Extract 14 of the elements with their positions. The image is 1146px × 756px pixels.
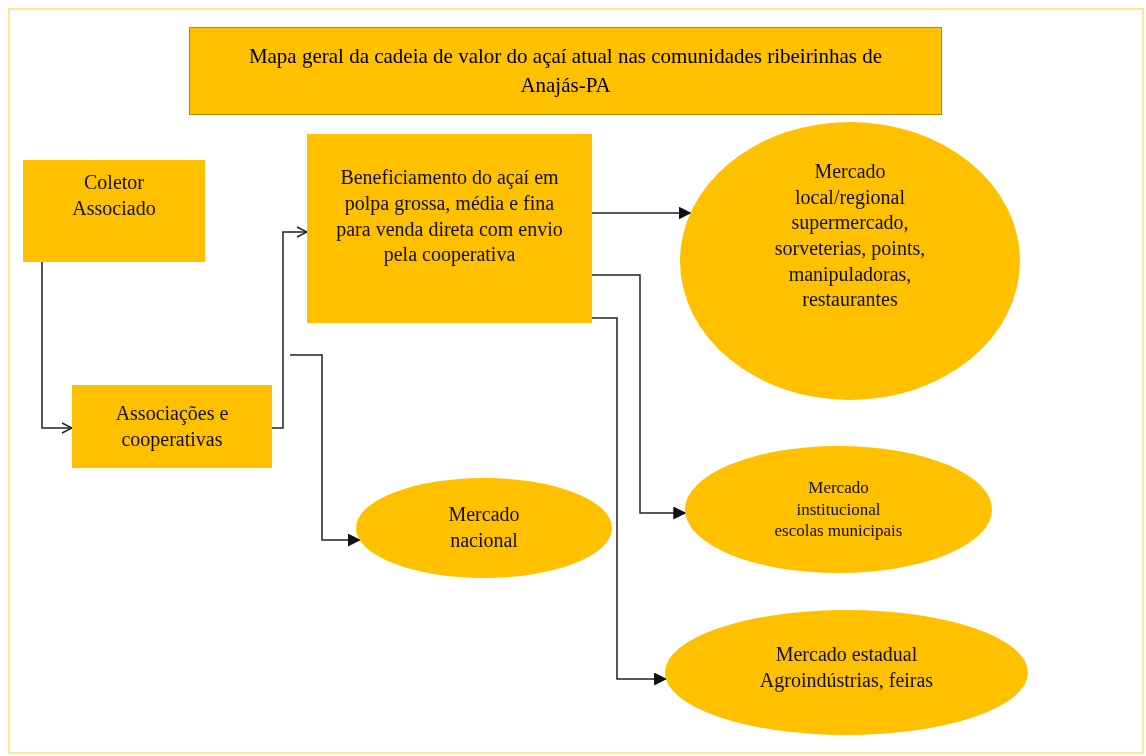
market-ellipse: Mercado nacional — [356, 478, 612, 578]
connector-arrow — [591, 317, 668, 686]
connector-arrow — [591, 274, 687, 520]
market-ellipse: Mercado local/regional supermercado, sorveterias, points, manipuladoras, restaurantes — [680, 122, 1020, 400]
market-ellipse: Mercado institucional escolas municipais — [685, 446, 992, 573]
title-box: Mapa geral da cadeia de valor do açaí atual nas comunidades ribeirinhas de Anajás-PA — [189, 27, 942, 115]
connector-arrow — [41, 261, 73, 434]
connector-arrow — [591, 206, 692, 220]
connector-arrow — [271, 226, 308, 429]
connector-arrow — [289, 354, 361, 547]
process-box: Beneficiamento do açaí em polpa grossa, média e fina para venda direta com envio pela cooperativa — [307, 134, 592, 323]
process-box: Coletor Associado — [23, 160, 205, 262]
market-ellipse: Mercado estadual Agroindústrias, feiras — [665, 610, 1028, 735]
process-box: Associações e cooperativas — [72, 385, 272, 468]
